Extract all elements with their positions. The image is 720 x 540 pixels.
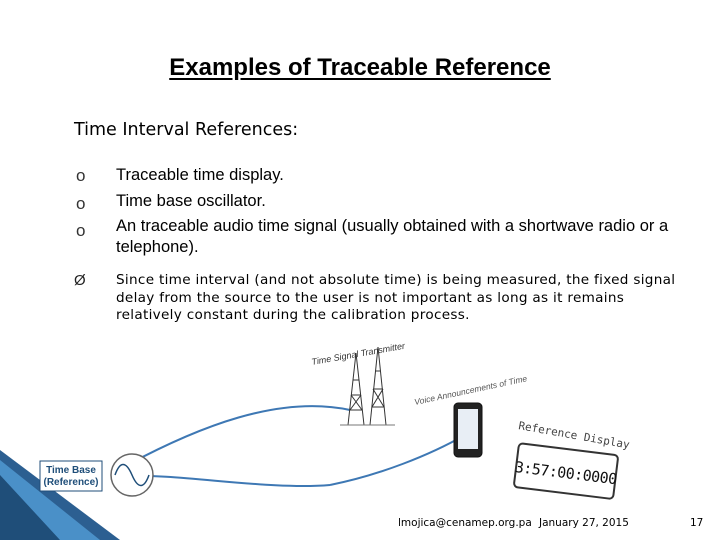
time-distribution-diagram: Time Base (Reference) Time Signal Transm… xyxy=(0,340,631,540)
signal-curve xyxy=(329,434,466,486)
time-base-label: Time Base xyxy=(46,465,96,476)
decorative-wedge-dark xyxy=(0,475,60,540)
footer-email: lmojica@cenamep.org.pa xyxy=(398,517,532,529)
section-subhead: Time Interval References: xyxy=(74,120,299,140)
phone-screen xyxy=(458,409,478,449)
bullet-marker: o xyxy=(76,166,86,185)
signal-curve xyxy=(117,405,351,471)
time-base-label: (Reference) xyxy=(43,477,98,488)
page-number: 17 xyxy=(690,517,704,529)
time-base-box xyxy=(39,460,103,492)
note-paragraph: Since time interval (and not absolute ti… xyxy=(116,272,676,324)
bullet-marker: o xyxy=(76,194,86,213)
transmitter-label: Time Signal Transmitter xyxy=(311,340,407,366)
sine-wave-icon xyxy=(114,463,150,487)
bullet-marker: o xyxy=(76,221,86,240)
slide-title: Examples of Traceable Reference xyxy=(169,54,551,81)
list-item: Traceable time display. xyxy=(116,166,284,184)
list-item: Time base oscillator. xyxy=(116,192,266,210)
list-item: An traceable audio time signal (usually … xyxy=(116,217,669,256)
voice-label: Voice Announcements of Time xyxy=(413,373,528,407)
clock-display: 3:57:00:0000 xyxy=(513,442,619,500)
footer-date: January 27, 2015 xyxy=(539,517,629,529)
transmitter-tower-icon xyxy=(340,346,395,426)
arrow-bullet-marker: Ø xyxy=(74,272,86,289)
